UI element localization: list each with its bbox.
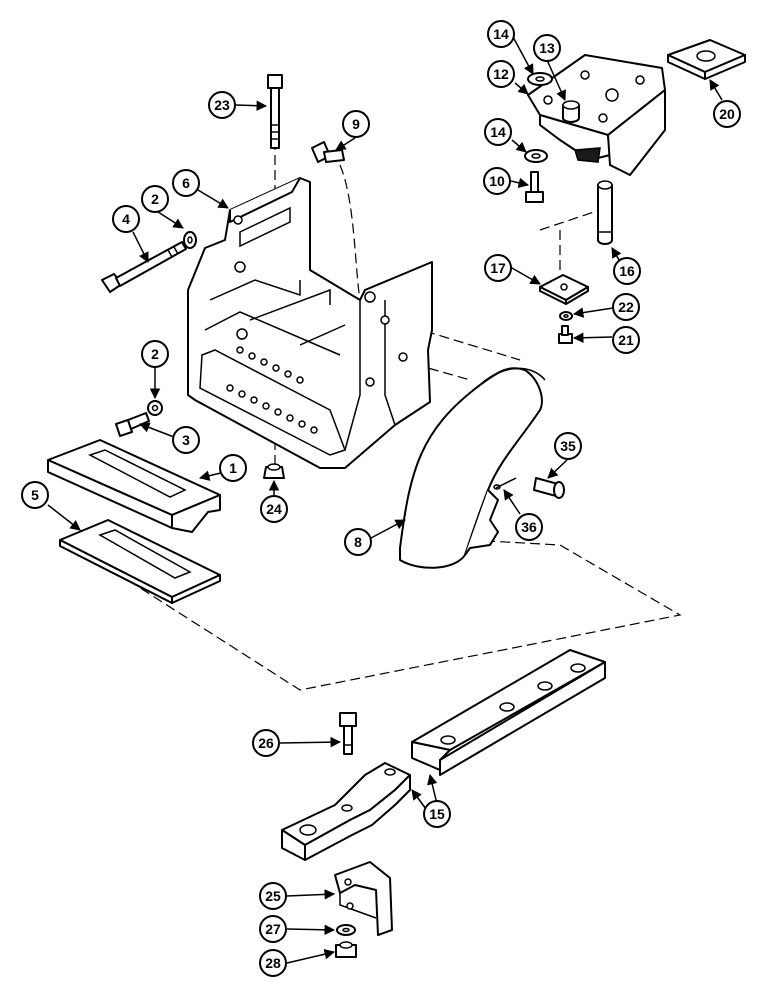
callout-8-label: 8	[354, 534, 362, 550]
part-25-clip	[334, 861, 393, 936]
leader-lines	[47, 34, 723, 964]
part-28-nut	[335, 941, 357, 958]
callout-3-label: 3	[182, 432, 190, 448]
callout-2-lower-label: 2	[151, 346, 159, 362]
callout-25-label: 25	[265, 888, 281, 904]
callout-6: 6	[172, 169, 200, 197]
callout-6-label: 6	[182, 175, 190, 191]
part-22-washer	[559, 311, 573, 321]
callout-26-label: 26	[258, 735, 274, 751]
callout-35-label: 35	[560, 438, 576, 454]
callout-17: 17	[484, 254, 512, 282]
callout-2-upper: 2	[141, 185, 169, 213]
callout-5-label: 5	[31, 487, 39, 503]
callout-13-label: 13	[539, 40, 555, 56]
callout-12-label: 12	[493, 66, 509, 82]
callout-9: 9	[342, 110, 370, 138]
callout-1-label: 1	[229, 460, 237, 476]
callout-27-label: 27	[265, 921, 281, 937]
part-16-pin	[597, 180, 613, 245]
part-8-curved-arm	[399, 367, 546, 569]
callout-21: 21	[612, 326, 640, 354]
callout-23: 23	[208, 91, 236, 119]
part-15-drawbar-short	[281, 762, 411, 861]
callout-14-top: 14	[487, 20, 515, 48]
callout-10: 10	[483, 167, 511, 195]
part-6-main-bracket	[187, 177, 433, 469]
callout-28: 28	[259, 949, 287, 977]
callout-12: 12	[487, 60, 515, 88]
part-26-bolt	[339, 712, 357, 755]
callout-36-label: 36	[521, 519, 537, 535]
callout-24-label: 24	[266, 501, 282, 517]
callout-15: 15	[423, 800, 451, 828]
part-12-top-block	[527, 54, 666, 176]
callout-10-label: 10	[489, 173, 505, 189]
callout-35: 35	[554, 432, 582, 460]
part-9-bolt	[311, 141, 345, 163]
part-1-channel-plate	[47, 439, 221, 533]
callout-20-label: 20	[719, 106, 735, 122]
callout-4-label: 4	[122, 211, 130, 227]
callout-4: 4	[112, 205, 140, 233]
part-24-nut	[263, 463, 285, 479]
callout-16: 16	[613, 257, 641, 285]
callout-14-top-label: 14	[493, 26, 509, 42]
callout-5: 5	[21, 481, 49, 509]
part-10-bolt	[525, 171, 544, 203]
callout-22-label: 22	[618, 299, 634, 315]
callout-24: 24	[260, 495, 288, 523]
callout-2-upper-label: 2	[151, 191, 159, 207]
part-21-bolt	[558, 325, 573, 344]
callout-9-label: 9	[352, 116, 360, 132]
part-23-bolt	[267, 74, 283, 149]
part-4-long-bolt	[101, 241, 187, 293]
callout-26: 26	[252, 729, 280, 757]
part-3-bolt	[115, 412, 150, 437]
part-27-washer	[336, 924, 356, 936]
part-5-flat-plate	[59, 519, 221, 604]
callout-14-lower: 14	[484, 118, 512, 146]
part-36-clip	[493, 477, 517, 490]
callout-20: 20	[713, 100, 741, 128]
part-20-plate	[667, 39, 746, 80]
callout-1: 1	[219, 454, 247, 482]
bracket-hole-row	[226, 346, 318, 434]
part-15-drawbar-long	[411, 649, 606, 776]
callout-2-lower: 2	[141, 340, 169, 368]
callout-27: 27	[259, 915, 287, 943]
callout-13: 13	[533, 34, 561, 62]
callout-17-label: 17	[490, 260, 506, 276]
callout-15-label: 15	[429, 806, 445, 822]
part-2-washer-upper	[183, 231, 197, 249]
part-35-pin	[533, 477, 565, 499]
callout-21-label: 21	[618, 332, 634, 348]
callout-3: 3	[172, 426, 200, 454]
part-2-washer-lower	[147, 400, 163, 416]
callout-16-label: 16	[619, 263, 635, 279]
part-14-washer-top	[527, 72, 553, 86]
callout-8: 8	[344, 528, 372, 556]
callout-23-label: 23	[214, 97, 230, 113]
callout-28-label: 28	[265, 955, 281, 971]
callout-25: 25	[259, 882, 287, 910]
part-14-washer-lower	[524, 149, 548, 163]
part-17-plate	[539, 274, 589, 305]
callout-36: 36	[515, 513, 543, 541]
callout-14-lower-label: 14	[490, 124, 506, 140]
callout-22: 22	[612, 293, 640, 321]
